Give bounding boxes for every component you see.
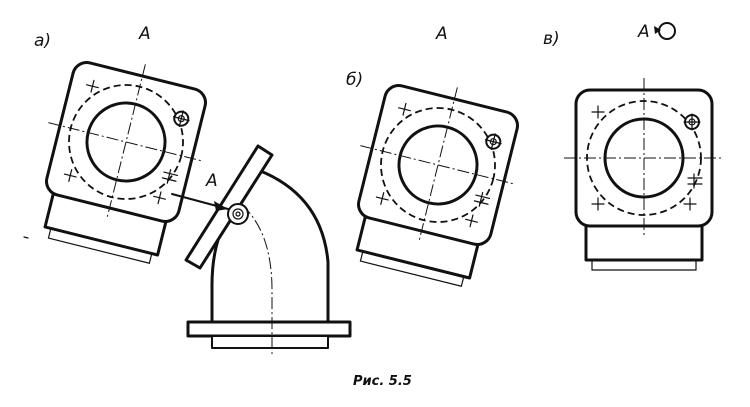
rotation-icon (654, 22, 676, 40)
label-view-a: а) (34, 31, 52, 51)
flange-view-b (331, 66, 537, 295)
title-view-a: А (139, 24, 151, 44)
flange-view-v (562, 76, 726, 272)
flange-view-a (19, 43, 225, 272)
title-view-b: А (436, 24, 448, 44)
label-view-b: б) (346, 70, 364, 90)
arrow-label: А (206, 171, 218, 191)
label-view-v: в) (543, 29, 560, 49)
title-view-v: А (638, 22, 650, 42)
stray-mark (23, 236, 29, 239)
figure-caption: Рис. 5.5 (353, 374, 412, 389)
elbow-pipe (171, 144, 352, 356)
